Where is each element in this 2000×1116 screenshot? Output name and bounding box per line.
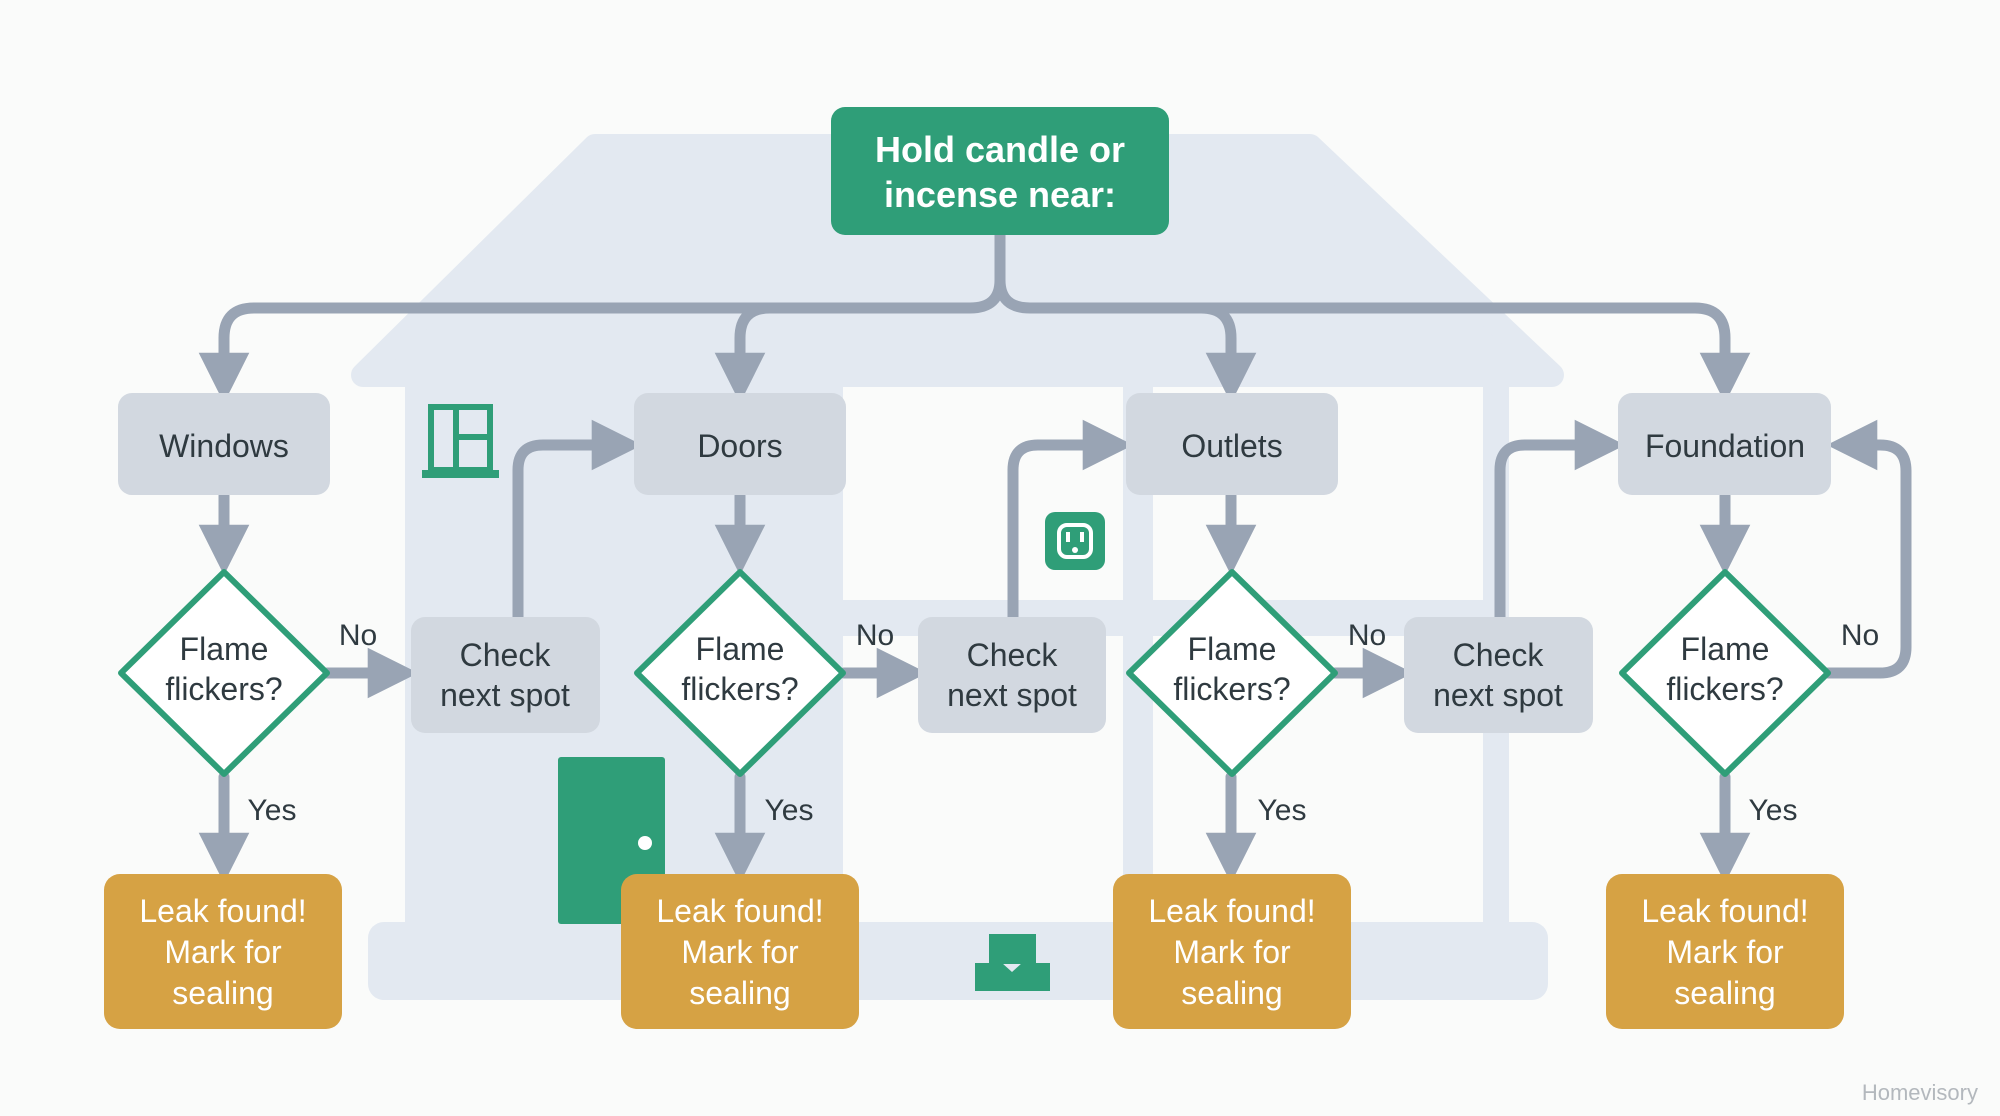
edge-label-yes-4: Yes: [1749, 794, 1798, 827]
start-node: Hold candle or incense near:: [831, 107, 1169, 235]
electrical-outlet-icon: [1045, 512, 1105, 570]
check-3-line1: Check: [1453, 637, 1545, 673]
branch-windows: Windows: [118, 393, 330, 495]
result-3-line3: sealing: [1181, 975, 1282, 1011]
edge-label-yes-1: Yes: [248, 794, 297, 827]
edge-label-yes-3: Yes: [1258, 794, 1307, 827]
check-next-spot-1: Check next spot: [411, 617, 600, 733]
result-4-line1: Leak found!: [1641, 893, 1808, 929]
result-1-line3: sealing: [172, 975, 273, 1011]
branch-doors: Doors: [634, 393, 846, 495]
house-background: [351, 134, 1564, 1000]
check-2-line2: next spot: [947, 677, 1077, 713]
edge-label-no-1: No: [339, 619, 377, 652]
edge-label-no-2: No: [856, 619, 894, 652]
check-1-line2: next spot: [440, 677, 570, 713]
result-leak-found-4: Leak found! Mark for sealing: [1606, 874, 1844, 1029]
result-leak-found-1: Leak found! Mark for sealing: [104, 874, 342, 1029]
decision-1: Flame flickers?: [118, 569, 330, 777]
decision-4-line2: flickers?: [1666, 671, 1783, 707]
branch-outlets-label: Outlets: [1181, 428, 1282, 464]
decision-2-line2: flickers?: [681, 671, 798, 707]
start-label-line1: Hold candle or: [875, 129, 1125, 170]
start-label-line2: incense near:: [884, 174, 1116, 215]
result-2-line2: Mark for: [681, 934, 799, 970]
decision-2-line1: Flame: [696, 631, 785, 667]
decision-1-line1: Flame: [180, 631, 269, 667]
vent-icon: [975, 934, 1050, 991]
decision-3-line1: Flame: [1188, 631, 1277, 667]
result-3-line2: Mark for: [1173, 934, 1291, 970]
decision-2: Flame flickers?: [634, 569, 846, 777]
check-next-spot-2: Check next spot: [918, 617, 1106, 733]
branch-doors-label: Doors: [697, 428, 782, 464]
decision-4: Flame flickers?: [1619, 569, 1831, 777]
result-3-line1: Leak found!: [1148, 893, 1315, 929]
watermark: Homevisory: [1861, 1080, 1978, 1105]
edge-label-yes-2: Yes: [765, 794, 814, 827]
check-2-line1: Check: [967, 637, 1059, 673]
arrow-no-4-loop: [1822, 419, 1912, 679]
check-3-line2: next spot: [1433, 677, 1563, 713]
arrow-check-2-to-outlets: [1007, 419, 1134, 623]
result-2-line3: sealing: [689, 975, 790, 1011]
edge-label-no-3: No: [1348, 619, 1386, 652]
branch-windows-label: Windows: [159, 428, 289, 464]
connector-outlets: [1195, 302, 1257, 404]
result-leak-found-2: Leak found! Mark for sealing: [621, 874, 859, 1029]
decision-1-line2: flickers?: [165, 671, 282, 707]
arrow-check-3-to-foundation: [1494, 419, 1626, 623]
decision-3: Flame flickers?: [1126, 569, 1338, 777]
branch-outlets: Outlets: [1126, 393, 1338, 495]
edge-label-no-4: No: [1841, 619, 1879, 652]
branch-foundation-label: Foundation: [1645, 428, 1805, 464]
result-leak-found-3: Leak found! Mark for sealing: [1113, 874, 1351, 1029]
branch-foundation: Foundation: [1618, 393, 1831, 495]
check-1-line1: Check: [460, 637, 552, 673]
decision-4-line1: Flame: [1681, 631, 1770, 667]
check-next-spot-3: Check next spot: [1404, 617, 1593, 733]
result-2-line1: Leak found!: [656, 893, 823, 929]
result-1-line1: Leak found!: [139, 893, 306, 929]
result-4-line3: sealing: [1674, 975, 1775, 1011]
decision-3-line2: flickers?: [1173, 671, 1290, 707]
trunk-connector-right: [994, 274, 1751, 404]
arrow-check-1-to-doors: [512, 419, 643, 623]
connector-doors: [714, 302, 776, 404]
result-1-line2: Mark for: [164, 934, 282, 970]
result-4-line2: Mark for: [1666, 934, 1784, 970]
window-icon: [422, 404, 499, 478]
